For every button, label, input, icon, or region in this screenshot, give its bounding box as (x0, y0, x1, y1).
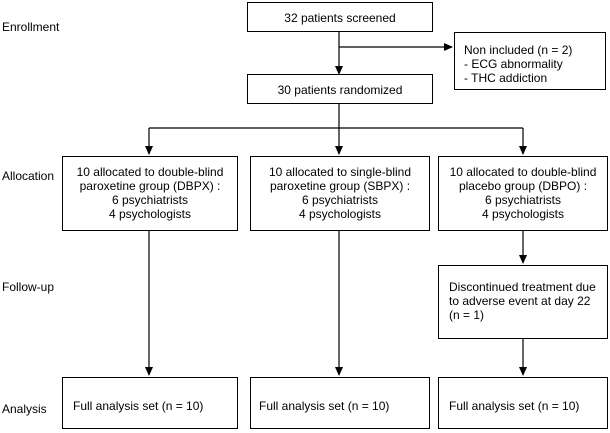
allocation-line: 10 allocated to double-blind (76, 165, 224, 179)
randomized-box: 30 patients randomized (247, 74, 433, 104)
excluded-reason: - THC addiction (464, 71, 548, 85)
stage-label-followup: Follow-up (2, 280, 55, 294)
excluded-box: Non included (n = 2) - ECG abnormality -… (454, 32, 606, 90)
randomized-text: 30 patients randomized (277, 83, 403, 97)
allocation-line: 6 psychiatrists (301, 193, 379, 207)
allocation-line: 6 psychiatrists (111, 193, 189, 207)
analysis-box-sbpx: Full analysis set (n = 10) (250, 377, 430, 429)
allocation-line: 10 allocated to single-blind (268, 165, 412, 179)
excluded-reason: - ECG abnormality (464, 57, 563, 71)
allocation-line: placebo group (DBPO) : (458, 179, 588, 193)
allocation-line: 6 psychiatrists (484, 193, 562, 207)
screened-text: 32 patients screened (284, 11, 396, 25)
analysis-text: Full analysis set (n = 10) (449, 399, 580, 413)
stage-label-enrollment: Enrollment (2, 20, 60, 34)
allocation-line: paroxetine group (SBPX) : (269, 179, 411, 193)
stage-label-allocation: Allocation (2, 169, 55, 183)
followup-line: (n = 1) (449, 308, 485, 322)
allocation-box-dbpx: 10 allocated to double-blind paroxetine … (62, 156, 238, 231)
allocation-line: paroxetine group (DBPX) : (79, 179, 221, 193)
allocation-line: 4 psychologists (481, 207, 565, 221)
allocation-box-sbpx: 10 allocated to single-blind paroxetine … (250, 156, 430, 231)
analysis-box-dbpx: Full analysis set (n = 10) (62, 377, 238, 429)
stage-label-analysis: Analysis (2, 402, 47, 416)
analysis-box-dbpo: Full analysis set (n = 10) (438, 377, 608, 429)
allocation-line: 4 psychologists (298, 207, 382, 221)
followup-line: Discontinued treatment due (449, 280, 596, 294)
excluded-title: Non included (n = 2) (464, 43, 573, 57)
screened-box: 32 patients screened (247, 2, 433, 32)
allocation-line: 10 allocated to double-blind (449, 165, 597, 179)
followup-line: to adverse event at day 22 (449, 294, 591, 308)
allocation-line: 4 psychologists (108, 207, 192, 221)
allocation-box-dbpo: 10 allocated to double-blind placebo gro… (438, 156, 608, 231)
analysis-text: Full analysis set (n = 10) (73, 399, 204, 413)
analysis-text: Full analysis set (n = 10) (259, 399, 390, 413)
followup-box-dbpo: Discontinued treatment due to adverse ev… (438, 265, 608, 339)
